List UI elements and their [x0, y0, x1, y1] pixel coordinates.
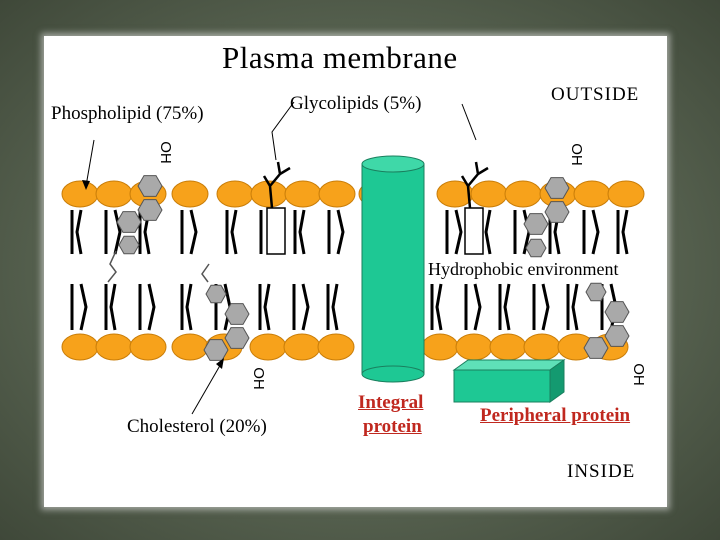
hydrophobic-label: Hydrophobic environment: [428, 259, 619, 280]
peripheral-protein-label: Peripheral protein: [480, 405, 631, 426]
inside-label: INSIDE: [567, 461, 636, 482]
phospholipid-head: [573, 180, 611, 208]
phospholipid-head: [61, 333, 99, 361]
cholesterol-label: Cholesterol (20%): [127, 416, 267, 437]
integral-protein: [361, 163, 425, 375]
cholesterol-ring: [137, 175, 163, 197]
outside-label: OUTSIDE: [551, 84, 640, 105]
peripheral-protein-top: [452, 359, 566, 371]
hydroxyl-label: OH: [156, 141, 174, 164]
phospholipid-head: [523, 333, 561, 361]
membrane-diagram: [61, 101, 645, 415]
lipid-tail: [331, 283, 339, 331]
lipid-tail: [571, 283, 579, 331]
pointer-line: [461, 103, 477, 141]
lipid-tail: [336, 209, 345, 255]
cholesterol-ring: [544, 177, 570, 199]
cholesterol-ring: [523, 213, 549, 235]
cholesterol-ring: [604, 301, 630, 323]
cholesterol-ring: [525, 238, 547, 258]
integral-protein: [361, 365, 425, 383]
pointer-arrowhead: [216, 358, 224, 369]
lipid-tail: [484, 209, 492, 255]
hydroxyl-label: OH: [567, 143, 585, 166]
cholesterol-ring: [585, 282, 607, 302]
phospholipid-head: [455, 333, 493, 361]
phospholipid-head: [129, 333, 167, 361]
phospholipid-head: [421, 333, 459, 361]
lipid-tail: [503, 283, 511, 331]
cholesterol-tail: [107, 250, 117, 283]
glycolipids-label: Glycolipids (5%): [290, 93, 422, 114]
lipid-tail: [75, 209, 83, 255]
phospholipid-head: [171, 180, 209, 208]
phospholipid-head: [171, 333, 209, 361]
cholesterol-ring: [224, 327, 250, 349]
phospholipid-head: [61, 180, 99, 208]
phospholipid-label: Phospholipid (75%): [51, 103, 204, 124]
glycolipid-stem: [266, 207, 286, 255]
phospholipid-head: [318, 180, 356, 208]
pointer-arrowhead: [82, 180, 90, 190]
glycolipid-sugar-chain: [262, 161, 291, 209]
lipid-tail: [147, 283, 156, 331]
lipid-tail: [109, 283, 117, 331]
lipid-tail: [298, 209, 306, 255]
hydroxyl-label: OH: [249, 367, 267, 390]
slide-canvas: Plasma membrane OUTSIDE INSIDE Phospholi…: [44, 36, 667, 507]
cholesterol-ring: [116, 211, 142, 233]
lipid-tail: [473, 283, 482, 331]
phospholipid-head: [284, 180, 322, 208]
phospholipid-head: [95, 180, 133, 208]
phospholipid-head: [283, 333, 321, 361]
phospholipid-head: [607, 180, 645, 208]
diagram-title: Plasma membrane: [222, 40, 458, 75]
lipid-tail: [454, 209, 463, 255]
glycolipid-stem: [464, 207, 484, 255]
lipid-tail: [189, 209, 198, 255]
lipid-tail: [263, 283, 271, 331]
cholesterol-tail: [201, 263, 210, 283]
pointer-line: [85, 139, 95, 187]
lipid-tail: [113, 209, 122, 255]
phospholipid-head: [95, 333, 133, 361]
cholesterol-ring: [205, 284, 227, 304]
integral-protein-label: Integral protein: [358, 391, 423, 439]
phospholipid-head: [470, 180, 508, 208]
lipid-tail: [621, 209, 629, 255]
cholesterol-ring: [224, 303, 250, 325]
phospholipid-head: [317, 333, 355, 361]
integral-protein-label-line1: Integral: [358, 392, 424, 413]
cholesterol-ring: [118, 235, 140, 255]
glycolipid-sugar-chain: [460, 161, 489, 209]
pointer-line: [271, 101, 295, 161]
phospholipid-head: [249, 333, 287, 361]
phospholipid-head: [216, 180, 254, 208]
integral-protein-label-line2: protein: [363, 416, 422, 437]
integral-protein-top: [361, 155, 425, 173]
lipid-tail: [79, 283, 88, 331]
phospholipid-head: [504, 180, 542, 208]
cholesterol-ring: [604, 325, 630, 347]
cholesterol-ring: [583, 337, 609, 359]
lipid-tail: [541, 283, 550, 331]
lipid-tail: [435, 283, 443, 331]
cholesterol-ring: [137, 199, 163, 221]
pointer-line: [191, 361, 223, 415]
cholesterol-ring: [544, 201, 570, 223]
lipid-tail: [591, 209, 600, 255]
lipid-tail: [230, 209, 238, 255]
peripheral-protein: [453, 369, 551, 403]
phospholipid-head: [489, 333, 527, 361]
lipid-tail: [185, 283, 193, 331]
lipid-tail: [301, 283, 310, 331]
hydroxyl-label: OH: [629, 363, 647, 386]
